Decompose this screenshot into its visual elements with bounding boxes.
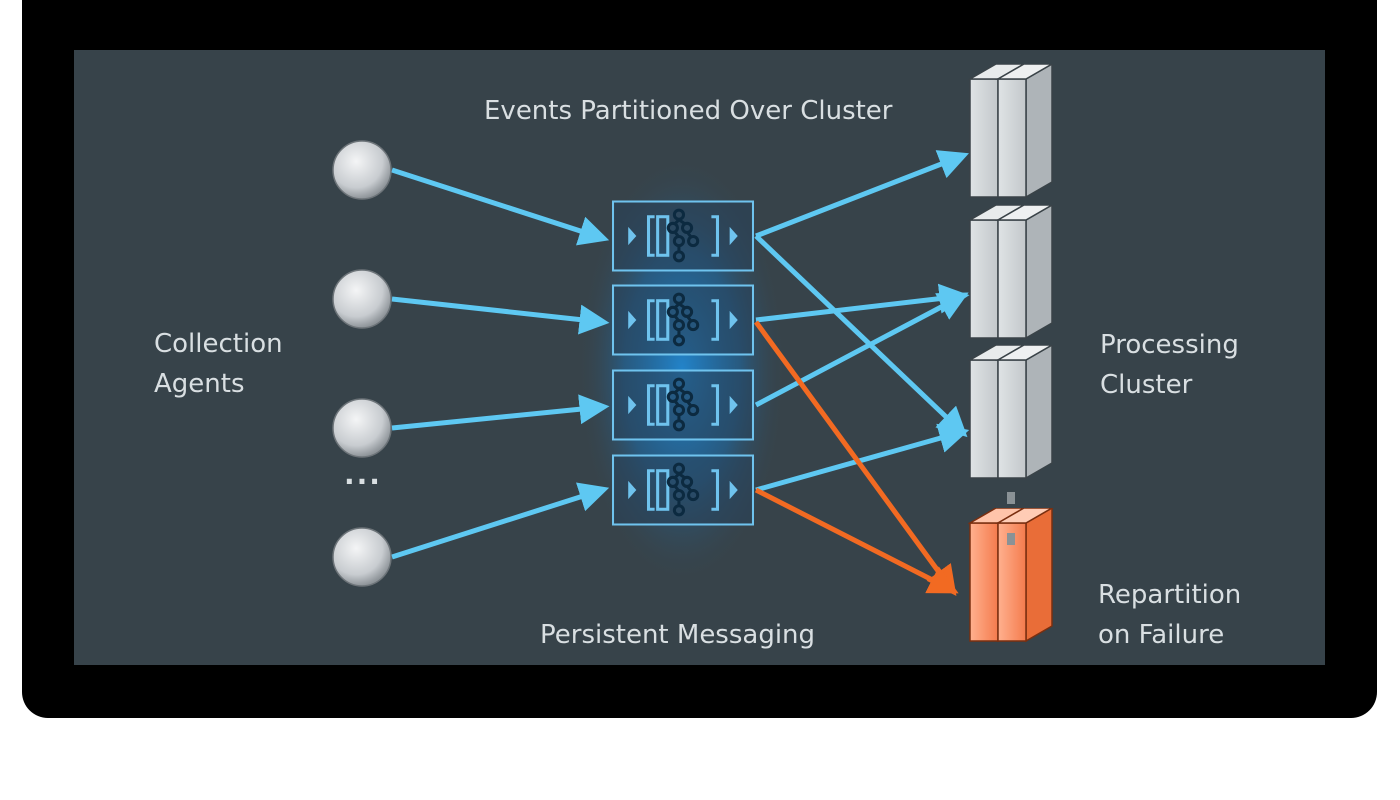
processing-cluster-label-line1: Processing [1100, 330, 1239, 360]
partition-3-flow-arrow [754, 292, 969, 408]
processing-cluster-label-line2: Cluster [1100, 370, 1193, 400]
partitioned-events-label: Events Partitioned Over Cluster [484, 96, 893, 126]
partition-3-message-queue-icon [612, 369, 754, 441]
repartition-label-line1: Repartition [1098, 580, 1242, 610]
processing-node-3-server-rack-icon [969, 345, 1053, 479]
more-agents-ellipsis: ··· [344, 465, 382, 498]
partition-4-message-queue-icon [612, 454, 754, 526]
cluster-connector [1007, 533, 1015, 545]
processing-node-2-server-rack-icon [969, 205, 1053, 339]
failover-flow-arrow [754, 487, 959, 594]
partition-2-message-queue-icon [612, 284, 754, 356]
agent-2-flow-arrow [391, 296, 610, 335]
collection-agents-label-line1: Collection [154, 329, 283, 359]
agent-4-flow-arrow [391, 482, 610, 560]
agent-3-flow-arrow [391, 394, 610, 431]
agent-2-circle-node-icon [332, 269, 392, 329]
persistent-messaging-label: Persistent Messaging [540, 620, 816, 650]
repartition-label-line2: on Failure [1098, 620, 1225, 650]
collection-agents-label-line2: Agents [154, 369, 245, 399]
partition-1-flow-arrow [755, 150, 969, 239]
partition-1-flow-arrow [754, 234, 968, 438]
agent-1-flow-arrow [391, 167, 610, 246]
agent-3-circle-node-icon [332, 398, 392, 458]
partition-2-flow-arrow [755, 283, 970, 323]
cluster-connector [1007, 492, 1015, 504]
partition-1-message-queue-icon [612, 200, 754, 272]
agent-4-circle-node-icon [332, 527, 392, 587]
processing-node-1-server-rack-icon [969, 64, 1053, 198]
failover-node-server-rack-icon [969, 508, 1053, 642]
agent-1-circle-node-icon [332, 140, 392, 200]
failover-flow-arrow [753, 320, 957, 597]
